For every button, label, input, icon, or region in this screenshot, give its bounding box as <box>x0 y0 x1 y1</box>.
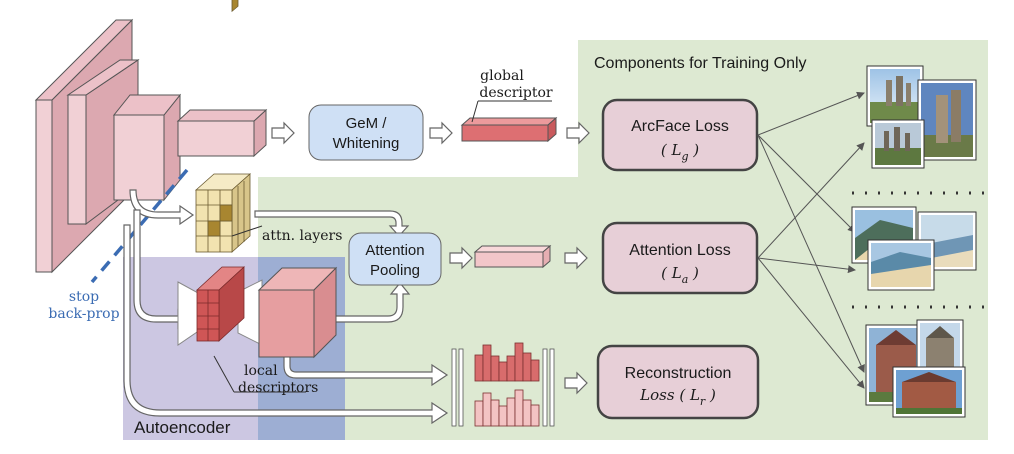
loss-connectors <box>757 91 865 389</box>
attention-descriptor-bar <box>473 244 552 269</box>
attention-loss-box <box>601 221 759 295</box>
local-descriptors-block <box>195 266 246 342</box>
pooling-label: Pooling <box>370 262 420 279</box>
reconstruction-label: Reconstruction <box>625 365 732 382</box>
reconstruction-bars <box>451 342 555 427</box>
attention-grid <box>194 0 252 253</box>
gem-whitening-box <box>308 104 424 161</box>
image-group-beaches <box>851 206 977 291</box>
global-label: global <box>480 68 524 84</box>
attention-loss-symbol: ( La ) <box>661 264 699 286</box>
descriptors-label: descriptors <box>238 380 318 396</box>
attention-loss-label: Attention Loss <box>629 242 730 259</box>
stop-backprop-line <box>90 168 189 284</box>
photo-thumbnail-icon <box>917 79 977 161</box>
reconstruction-symbol: Loss ( Lr ) <box>639 386 716 408</box>
photo-thumbnail-icon <box>892 366 966 418</box>
photo-thumbnail-icon <box>871 119 925 169</box>
image-group-monuments <box>866 65 977 169</box>
local-leader <box>213 355 235 393</box>
cnn-backbone <box>34 18 268 274</box>
arcface-loss-box <box>601 98 759 172</box>
photo-thumbnail-icon <box>866 65 924 127</box>
stop-label: stop <box>69 289 99 305</box>
image-group-buildings <box>865 319 966 418</box>
attention-label: Attention <box>365 242 424 259</box>
gem-label-1: GeM / <box>346 115 388 132</box>
gem-label-2: Whitening <box>333 135 400 152</box>
global-descriptor-bar <box>460 116 558 143</box>
global-leader <box>471 100 479 123</box>
attn-leader <box>231 225 263 237</box>
autoencoder-label: Autoencoder <box>134 418 231 437</box>
attention-pooling-box <box>348 232 442 286</box>
autoencoder-output-block <box>257 266 338 359</box>
local-label: local <box>244 363 278 379</box>
attn-layers-label: attn. layers <box>262 228 342 244</box>
arcface-label: ArcFace Loss <box>631 118 729 135</box>
photo-thumbnail-icon <box>867 239 935 291</box>
arcface-symbol: ( Lg ) <box>661 141 699 163</box>
descriptor-label: descriptor <box>479 85 552 101</box>
backprop-label: back-prop <box>48 306 119 322</box>
reconstruction-loss-box <box>596 344 760 420</box>
training-title: Components for Training Only <box>594 55 807 72</box>
